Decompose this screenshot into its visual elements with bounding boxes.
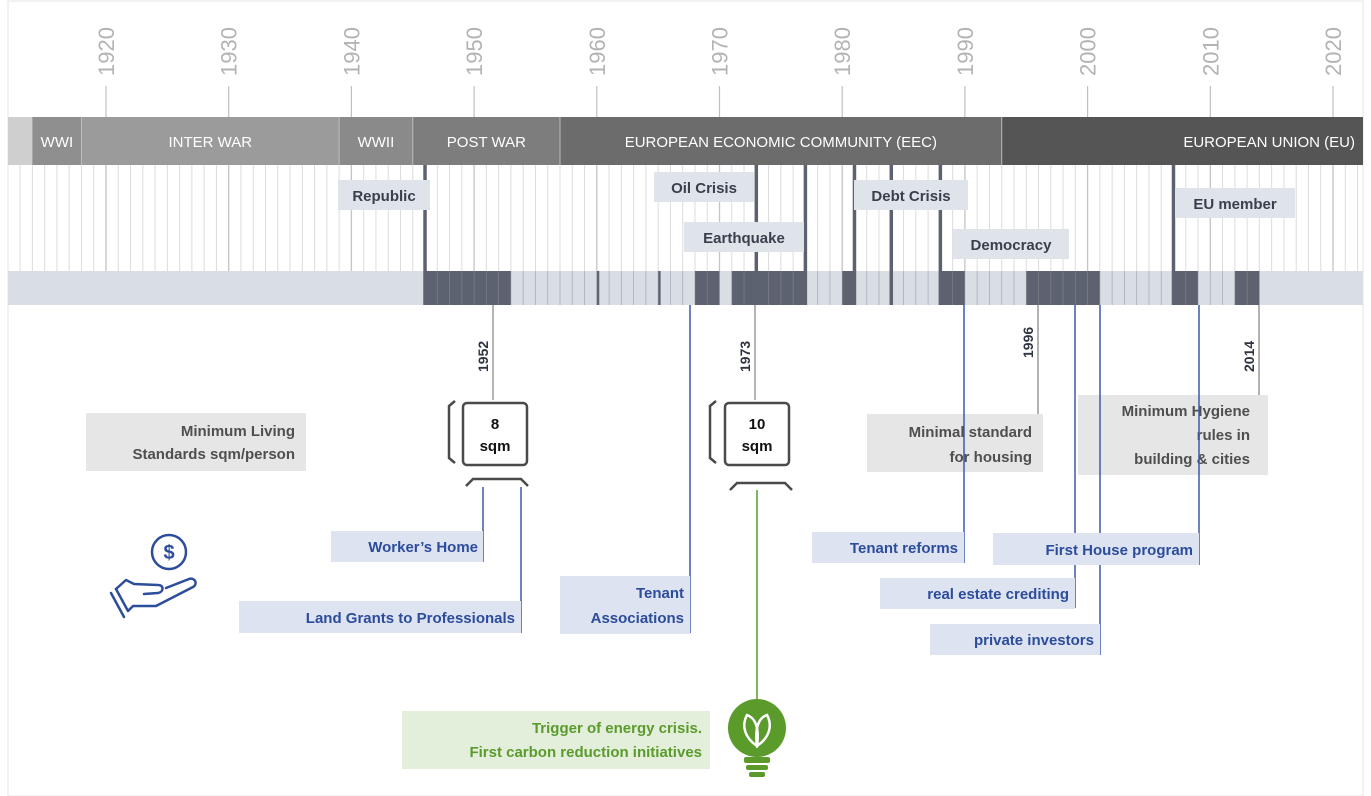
policy-land-grants: Land Grants to Professionals [239,601,521,633]
svg-text:Worker’s Home: Worker’s Home [368,539,478,556]
svg-text:private investors: private investors [974,632,1094,649]
milestone-year-1973: 1973 [737,341,753,372]
lightbulb-leaf-icon [728,699,786,777]
svg-text:Tenant: Tenant [636,585,684,602]
standards-label: Minimum Living Standards sqm/person [86,413,306,471]
standard-note-2014: Minimum Hygiene rules in building & citi… [1078,395,1268,475]
decade-label: 1950 [462,27,487,76]
event-label-republic: Republic [352,188,415,205]
sqm-value-1952: 8 [491,416,499,433]
era-label: EUROPEAN ECONOMIC COMMUNITY (EEC) [625,134,937,151]
svg-text:Minimal standard: Minimal standard [909,424,1032,441]
svg-text:First carbon reduction initiat: First carbon reduction initiatives [469,744,702,761]
era-label: WWII [358,134,395,151]
sqm-unit-1952: sqm [480,438,511,455]
decade-label: 1920 [94,27,119,76]
decade-label: 2000 [1076,27,1101,76]
era-segment [81,117,340,165]
event-label-oil-crisis: Oil Crisis [671,180,737,197]
policy-workers-home: Worker’s Home [331,531,483,562]
policy-private-investors: private investors [930,624,1100,655]
event-earthquake: Earthquake [684,222,804,252]
event-label-democracy: Democracy [971,237,1053,254]
era-segment [32,117,82,165]
svg-text:rules in: rules in [1197,427,1250,444]
sqm-value-1973: 10 [749,416,766,433]
bracket-left-icon [708,400,717,464]
event-label-debt-crisis: Debt Crisis [871,188,950,205]
decade-label: 2010 [1198,27,1223,76]
sqm-unit-1973: sqm [742,438,773,455]
standard-note-1996: Minimal standard for housing [867,414,1043,472]
era-label: POST WAR [447,134,526,151]
milestone-year-1996: 1996 [1020,327,1036,358]
era-label: EUROPEAN UNION (EU) [1183,134,1355,151]
sqm-box-1952: 8 sqm [447,400,529,487]
era-segment [339,117,413,165]
bracket-bottom-icon [729,481,793,491]
era-segment [1001,117,1363,165]
era-segment [412,117,560,165]
policy-tenant-associations: Tenant Associations [560,576,690,634]
energy-label: Trigger of energy crisis. First carbon r… [402,711,710,769]
svg-text:Land Grants to Professionals: Land Grants to Professionals [306,610,515,627]
svg-text:Minimum Living: Minimum Living [181,423,295,440]
band-marks [424,271,1260,305]
hand-dollar-icon: $ [109,533,197,619]
band-mark [658,271,661,305]
bracket-left-icon [447,400,456,464]
decade-label: 1960 [585,27,610,76]
decade-label: 1940 [339,27,364,76]
era-label: WWI [41,134,73,151]
decade-axis: 1920 1930 1940 1950 1960 1970 1980 1990 2000 2010… [94,27,1346,117]
svg-text:Associations: Associations [591,610,684,627]
sqm-box-1973: 10 sqm [708,400,793,491]
event-label-eu-member: EU member [1193,196,1277,213]
event-democracy: Democracy [953,229,1069,259]
year-grid [19,165,1359,271]
svg-text:building & cities: building & cities [1134,451,1250,468]
era-segment [559,117,1002,165]
svg-text:Standards sqm/person: Standards sqm/person [132,446,295,463]
timeline-band [8,271,1363,305]
svg-text:First House program: First House program [1045,542,1193,559]
svg-text:for housing: for housing [950,449,1033,466]
decade-label: 1990 [953,27,978,76]
decade-label: 2020 [1321,27,1346,76]
policy-first-house-program: First House program [993,533,1199,565]
svg-text:Trigger of energy crisis.: Trigger of energy crisis. [532,720,702,737]
band-mark [596,271,600,305]
event-republic: Republic [338,180,430,210]
event-eu-member: EU member [1175,188,1295,218]
band-mark [842,271,855,305]
frame [7,0,1364,796]
policy-real-estate-crediting: real estate crediting [880,578,1075,609]
svg-text:$: $ [163,542,174,564]
bracket-bottom-icon [465,477,529,487]
milestone-year-2014: 2014 [1241,341,1257,372]
svg-text:Minimum Hygiene: Minimum Hygiene [1122,403,1250,420]
era-label: INTER WAR [168,134,252,151]
event-label-earthquake: Earthquake [703,230,785,247]
event-debt-crisis: Debt Crisis [854,180,968,210]
event-oil-crisis: Oil Crisis [654,172,754,202]
era-segments: WWI INTER WAR WWII POST WAR EUROPEAN ECONOMI… [32,117,1363,165]
svg-text:real estate crediting: real estate crediting [927,586,1069,603]
decade-label: 1970 [708,27,733,76]
svg-text:Tenant reforms: Tenant reforms [850,540,958,557]
decade-label: 1980 [830,27,855,76]
milestone-year-1952: 1952 [475,341,491,372]
policy-tenant-reforms: Tenant reforms [812,532,964,563]
decade-label: 1930 [217,27,242,76]
